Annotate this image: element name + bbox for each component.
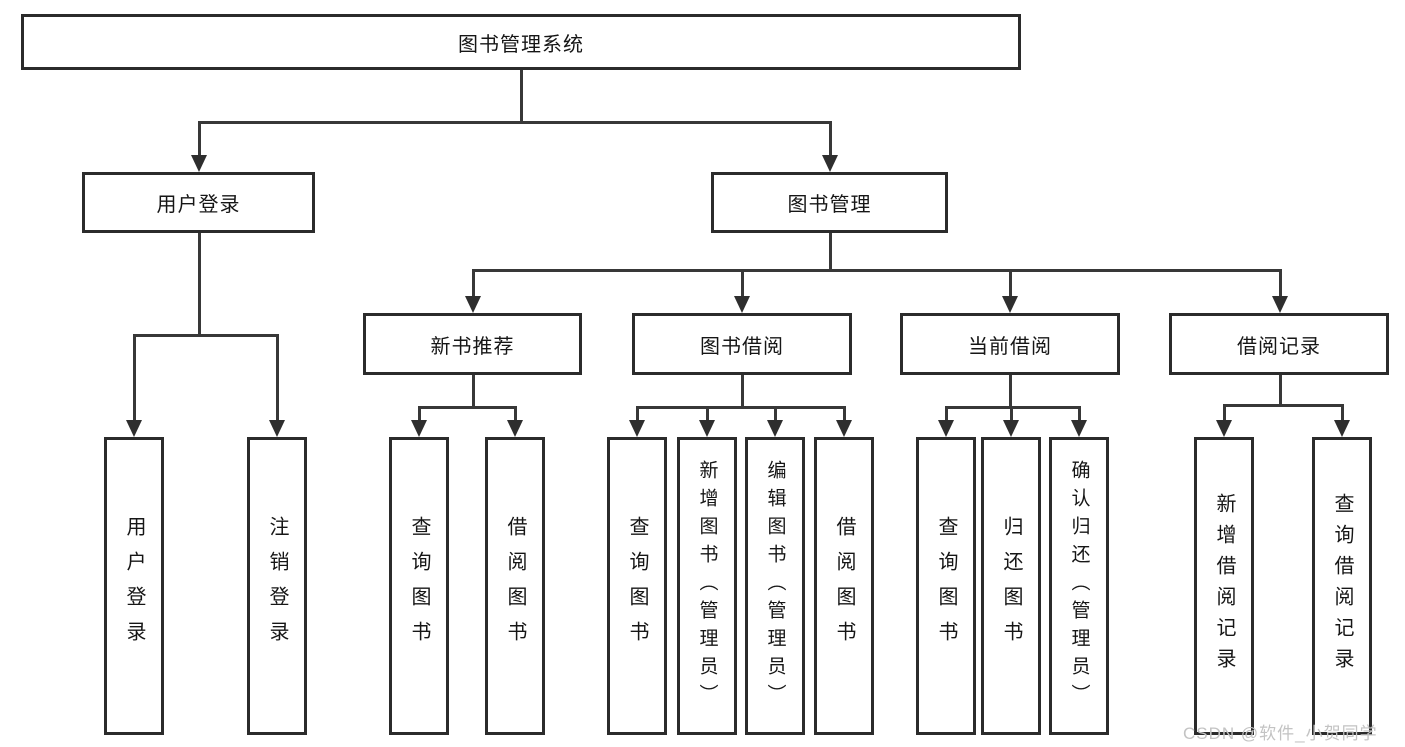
- connector-line: [1279, 375, 1282, 407]
- leaf-borrow-books: 借阅图书: [814, 437, 874, 735]
- connector-line: [843, 406, 846, 422]
- leaf-query-books: 查询图书: [607, 437, 667, 735]
- connector-line: [1009, 375, 1012, 409]
- connector-line: [1009, 269, 1012, 298]
- node-label: 归还图书: [1000, 516, 1022, 656]
- arrow-down-icon: [465, 296, 481, 313]
- connector-line: [472, 269, 475, 298]
- arrow-down-icon: [938, 420, 954, 437]
- node-borrowing-records: 借阅记录: [1169, 313, 1389, 375]
- arrow-down-icon: [191, 155, 207, 172]
- connector-line: [198, 233, 201, 336]
- connector-line: [418, 406, 517, 409]
- leaf-logout: 注销登录: [247, 437, 307, 735]
- node-label: 新书推荐: [430, 335, 515, 358]
- leaf-query-books: 查询图书: [389, 437, 449, 735]
- node-label: 查询图书: [935, 516, 957, 656]
- connector-line: [741, 375, 744, 409]
- arrow-down-icon: [1216, 420, 1232, 437]
- node-label: 查询图书: [626, 516, 648, 656]
- leaf-add-book-admin: 新增图书（管理员）: [677, 437, 737, 735]
- node-book-borrowing: 图书借阅: [632, 313, 852, 375]
- node-label: 借阅记录: [1237, 335, 1321, 358]
- arrow-down-icon: [507, 420, 523, 437]
- node-book-management: 图书管理: [711, 172, 948, 233]
- node-label: 查询图书: [408, 516, 430, 656]
- connector-line: [418, 406, 421, 422]
- connector-line: [829, 233, 832, 272]
- node-label: 新增借阅记录: [1213, 493, 1235, 679]
- watermark: CSDN @软件_小贺同学: [1183, 724, 1378, 743]
- node-user-login: 用户登录: [82, 172, 315, 233]
- arrow-down-icon: [734, 296, 750, 313]
- arrow-down-icon: [836, 420, 852, 437]
- leaf-return-books: 归还图书: [981, 437, 1041, 735]
- arrow-down-icon: [699, 420, 715, 437]
- node-label: 图书借阅: [700, 335, 784, 358]
- arrow-down-icon: [1003, 420, 1019, 437]
- node-label: 借阅图书: [833, 516, 855, 656]
- arrow-down-icon: [1272, 296, 1288, 313]
- connector-line: [829, 121, 832, 157]
- connector-line: [1341, 404, 1344, 422]
- node-label: 注销登录: [266, 516, 288, 656]
- connector-line: [1223, 404, 1344, 407]
- connector-line: [636, 406, 639, 422]
- node-label: 用户登录: [123, 516, 145, 656]
- connector-line: [276, 334, 279, 421]
- arrow-down-icon: [411, 420, 427, 437]
- connector-line: [472, 375, 475, 409]
- node-label: 查询借阅记录: [1331, 493, 1353, 679]
- node-label: 确认归还（管理员）: [1068, 460, 1090, 712]
- connector-line: [520, 70, 523, 123]
- leaf-edit-book-admin: 编辑图书（管理员）: [745, 437, 805, 735]
- connector-line: [774, 406, 777, 422]
- connector-line: [133, 334, 136, 421]
- connector-line: [1279, 269, 1282, 298]
- node-label: 借阅图书: [504, 516, 526, 656]
- connector-line: [514, 406, 517, 422]
- node-label: 新增图书（管理员）: [696, 460, 718, 712]
- arrow-down-icon: [822, 155, 838, 172]
- node-label: 图书管理系统: [458, 33, 584, 56]
- arrow-down-icon: [767, 420, 783, 437]
- arrow-down-icon: [1071, 420, 1087, 437]
- connector-line: [198, 121, 832, 124]
- leaf-add-borrow-record: 新增借阅记录: [1194, 437, 1254, 735]
- leaf-user-login: 用户登录: [104, 437, 164, 735]
- connector-line: [945, 406, 1081, 409]
- connector-line: [198, 121, 201, 157]
- node-label: 用户登录: [156, 194, 241, 216]
- node-library-system: 图书管理系统: [21, 14, 1021, 70]
- connector-line: [741, 269, 744, 298]
- arrow-down-icon: [126, 420, 142, 437]
- arrow-down-icon: [1002, 296, 1018, 313]
- node-label: 编辑图书（管理员）: [764, 460, 786, 712]
- node-label: 当前借阅: [968, 335, 1052, 358]
- connector-line: [945, 406, 948, 422]
- leaf-borrow-books: 借阅图书: [485, 437, 545, 735]
- connector-line: [636, 406, 846, 409]
- leaf-confirm-return-admin: 确认归还（管理员）: [1049, 437, 1109, 735]
- connector-line: [1078, 406, 1081, 422]
- connector-line: [472, 269, 1282, 272]
- connector-line: [706, 406, 709, 422]
- arrow-down-icon: [1334, 420, 1350, 437]
- arrow-down-icon: [269, 420, 285, 437]
- node-new-book-recommendation: 新书推荐: [363, 313, 582, 375]
- leaf-query-borrow-record: 查询借阅记录: [1312, 437, 1372, 735]
- node-label: 图书管理: [787, 194, 872, 216]
- connector-line: [133, 334, 279, 337]
- node-current-borrowing: 当前借阅: [900, 313, 1120, 375]
- connector-line: [1223, 404, 1226, 422]
- connector-line: [1010, 406, 1013, 422]
- arrow-down-icon: [629, 420, 645, 437]
- leaf-query-books: 查询图书: [916, 437, 976, 735]
